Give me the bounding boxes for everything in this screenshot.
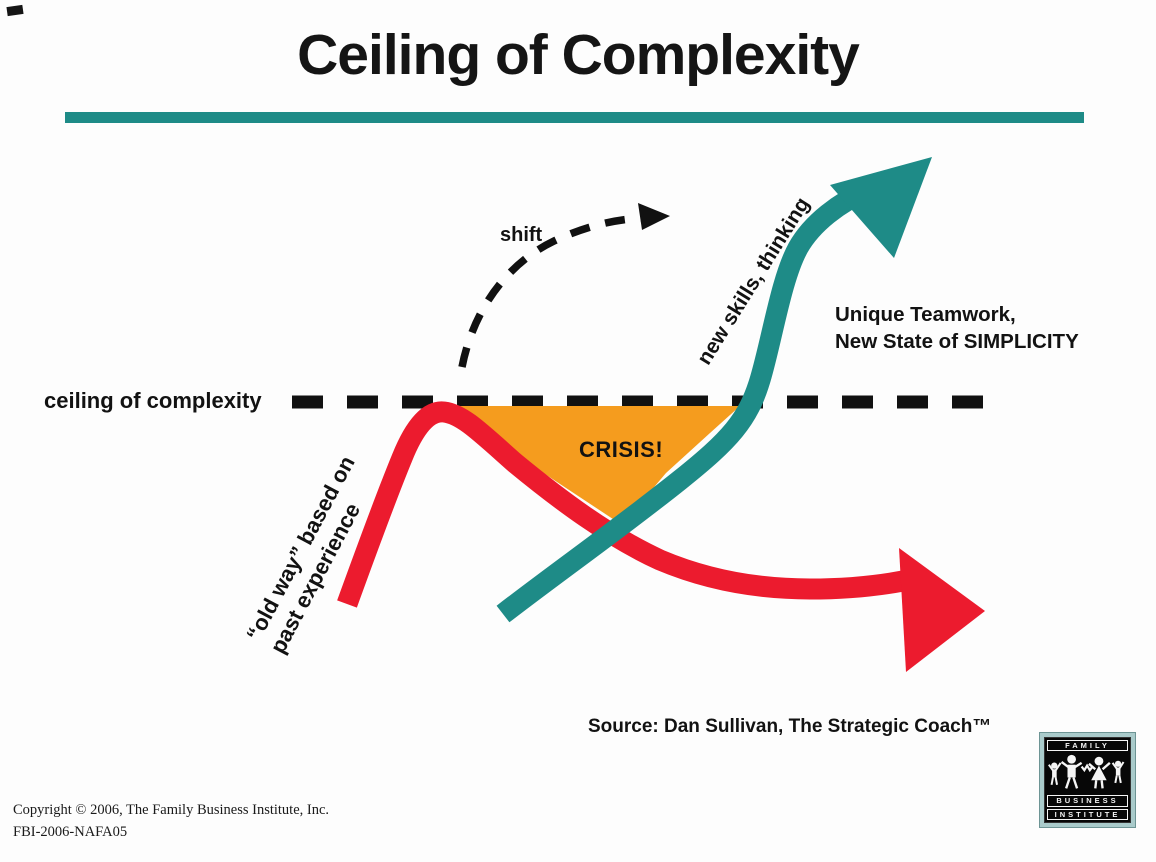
copyright-block: Copyright © 2006, The Family Business In… [13,799,329,843]
shift-arrowhead-icon [638,203,670,230]
unique-teamwork-line1: Unique Teamwork, [835,303,1016,326]
source-attribution: Source: Dan Sullivan, The Strategic Coac… [588,716,992,737]
ceiling-of-complexity-label: ceiling of complexity [44,388,262,413]
page-title: Ceiling of Complexity [297,23,860,87]
crisis-triangle [458,406,740,525]
logo-family-text: FAMILY [1047,740,1128,752]
family-business-institute-logo: FAMILY [1039,732,1136,828]
logo-business-text: BUSINESS [1047,795,1128,807]
unique-teamwork-label: Unique Teamwork, New State of SIMPLICITY [835,301,1079,355]
logo-institute-text: INSTITUTE [1047,808,1128,820]
old-way-arrowhead-icon [899,548,985,672]
new-skills-curve [496,180,873,623]
unique-teamwork-line2: New State of SIMPLICITY [835,330,1079,353]
copyright-line: Copyright © 2006, The Family Business In… [13,802,330,818]
logo-inner-square: FAMILY [1044,737,1131,823]
family-figures-icon [1047,755,1124,790]
document-code: FBI-2006-NAFA05 [13,824,128,840]
logo-family-figures-icon [1045,751,1130,793]
title-underline-rule [65,112,1084,123]
shift-arrow-curve [458,214,645,368]
new-skills-arrowhead-icon [830,157,932,258]
crisis-label: CRISIS! [579,437,664,462]
old-way-curve [337,401,905,608]
shift-label: shift [500,224,543,246]
